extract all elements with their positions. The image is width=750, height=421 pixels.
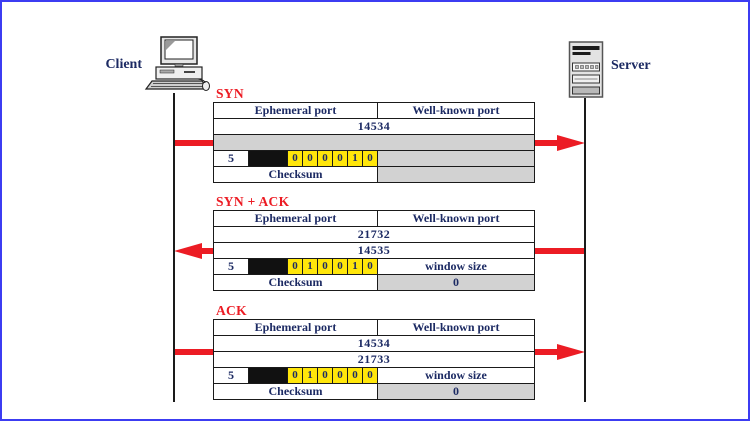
- ack-number-cell: 21733: [214, 352, 534, 367]
- window-size-cell: window size: [378, 368, 534, 383]
- ephemeral-port-header: Ephemeral port: [214, 320, 377, 335]
- flag-cell-psh: 0: [318, 259, 332, 274]
- flag-cell-ack: 1: [303, 368, 317, 383]
- flag-cell-urg: 0: [288, 151, 302, 166]
- tcp-segment-box: Ephemeral port Well-known port 21732 145…: [213, 210, 535, 291]
- flag-cell-rst: 0: [333, 368, 347, 383]
- flag-cell-syn: 1: [348, 151, 362, 166]
- checksum-cell: Checksum: [214, 167, 377, 182]
- ack-number-cell: [214, 135, 534, 150]
- flag-cell-rst: 0: [333, 259, 347, 274]
- syn-ack-arrowhead-icon: [174, 243, 202, 259]
- checksum-cell: Checksum: [214, 384, 377, 399]
- segment-syn: SYN Ephemeral port Well-known port 14534…: [213, 86, 535, 183]
- flag-cell-fin: 0: [363, 259, 377, 274]
- flag-cell-ack: 1: [303, 259, 317, 274]
- flag-cell-rst: 0: [333, 151, 347, 166]
- hlen-cell: 5: [214, 368, 248, 383]
- ack-arrowhead-icon: [557, 344, 585, 360]
- segment-label: ACK: [216, 303, 247, 318]
- ack-number-cell: 14535: [214, 243, 534, 258]
- tcp-segment-box: Ephemeral port Well-known port 14534 217…: [213, 319, 535, 400]
- client-lifeline: [173, 93, 175, 402]
- reserved-cell: [249, 259, 287, 274]
- hlen-cell: 5: [214, 151, 248, 166]
- ephemeral-port-header: Ephemeral port: [214, 103, 377, 118]
- tcp-segment-box: Ephemeral port Well-known port 14534 5 0…: [213, 102, 535, 183]
- sequence-number-cell: 21732: [214, 227, 534, 242]
- reserved-cell: [249, 368, 287, 383]
- window-value-cell: 0: [378, 384, 534, 399]
- sequence-number-cell: 14534: [214, 336, 534, 351]
- window-size-cell: [378, 151, 534, 166]
- ephemeral-port-header: Ephemeral port: [214, 211, 377, 226]
- segment-label: SYN + ACK: [216, 194, 290, 209]
- window-value-cell: 0: [378, 275, 534, 290]
- flag-cell-urg: 0: [288, 368, 302, 383]
- flag-cell-fin: 0: [363, 368, 377, 383]
- flag-cell-urg: 0: [288, 259, 302, 274]
- syn-arrowhead-icon: [557, 135, 585, 151]
- client-label: Client: [105, 57, 142, 72]
- flag-cell-syn: 1: [348, 259, 362, 274]
- flag-cell-psh: 0: [318, 368, 332, 383]
- segment-syn-ack: SYN + ACK Ephemeral port Well-known port…: [213, 194, 535, 291]
- window-size-cell: window size: [378, 259, 534, 274]
- server-icon: [568, 41, 604, 98]
- well-known-port-header: Well-known port: [378, 211, 534, 226]
- hlen-cell: 5: [214, 259, 248, 274]
- server-lifeline: [584, 98, 586, 402]
- sequence-number-cell: 14534: [214, 119, 534, 134]
- reserved-cell: [249, 151, 287, 166]
- flag-cell-fin: 0: [363, 151, 377, 166]
- well-known-port-header: Well-known port: [378, 103, 534, 118]
- server-label: Server: [611, 58, 651, 73]
- flag-cell-syn: 0: [348, 368, 362, 383]
- segment-ack: ACK Ephemeral port Well-known port 14534…: [213, 303, 535, 400]
- checksum-cell: Checksum: [214, 275, 377, 290]
- flag-cell-psh: 0: [318, 151, 332, 166]
- well-known-port-header: Well-known port: [378, 320, 534, 335]
- window-value-cell: [378, 167, 534, 182]
- segment-label: SYN: [216, 86, 244, 101]
- flag-cell-ack: 0: [303, 151, 317, 166]
- client-computer-icon: [144, 36, 210, 91]
